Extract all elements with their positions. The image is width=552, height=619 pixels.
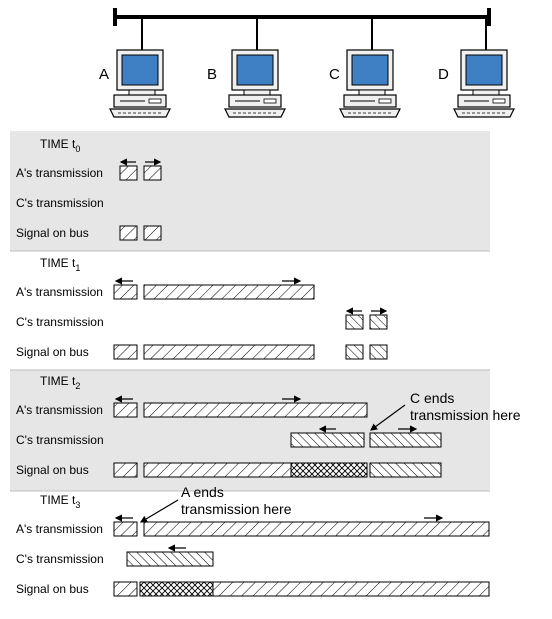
bus-signal-a-left: [113, 581, 138, 597]
a-signal-left: [113, 284, 138, 300]
panel-t2: TIME t2 A's transmission C's transmissio…: [16, 374, 521, 478]
row-label-c-transmission: C's transmission: [16, 315, 104, 329]
row-label-c-transmission: C's transmission: [16, 433, 104, 447]
station-label: A: [99, 66, 109, 83]
row-label-c-transmission: C's transmission: [16, 552, 104, 566]
annotation-pointer: [139, 499, 179, 523]
panel-t3: TIME t3 A's transmission C's transmissio…: [16, 484, 490, 597]
bus-signal-collision: [139, 581, 214, 597]
computer-icon: [339, 49, 401, 118]
station-d: D: [438, 17, 515, 118]
station-a: A: [99, 17, 171, 118]
station-c: C: [329, 17, 401, 118]
row-label-signal-on-bus: Signal on bus: [16, 226, 89, 240]
a-signal-left: [119, 165, 138, 181]
bus-signal-c-left: [345, 344, 364, 360]
a-signal-left: [113, 521, 138, 537]
bus-signal-left: [119, 225, 138, 241]
station-label: C: [329, 66, 340, 83]
bus-signal-right: [143, 225, 162, 241]
panel-t0-background: [10, 131, 490, 251]
row-label-a-transmission: A's transmission: [16, 403, 103, 417]
bus-signal-a-left: [113, 462, 138, 478]
bus-signal-a-right: [143, 344, 315, 360]
a-signal-left: [113, 402, 138, 418]
a-signal-right: [143, 165, 162, 181]
station-label: B: [207, 66, 217, 83]
bus-signal-a-left: [113, 344, 138, 360]
time-label: TIME t0: [40, 137, 80, 154]
computer-icon: [453, 49, 515, 118]
row-label-a-transmission: A's transmission: [16, 285, 103, 299]
bus-signal-c-right: [369, 344, 388, 360]
row-label-a-transmission: A's transmission: [16, 522, 103, 536]
time-label: TIME t3: [40, 493, 80, 510]
a-signal-right: [143, 521, 490, 537]
computer-icon: [109, 49, 171, 118]
bus-signal-collision: [290, 462, 368, 478]
annotation-pointer: [370, 404, 406, 431]
row-label-signal-on-bus: Signal on bus: [16, 463, 89, 477]
computer-icon: [224, 49, 286, 118]
c-signal-right: [369, 432, 442, 448]
row-label-signal-on-bus: Signal on bus: [16, 582, 89, 596]
panel-t0: TIME t0 A's transmission C's transmissio…: [16, 137, 162, 241]
panel-t1: TIME t1 A's transmission C's transmissio…: [16, 256, 388, 360]
network-header: A B: [99, 8, 515, 118]
a-signal-right: [143, 402, 368, 418]
c-signal-left: [345, 314, 364, 330]
station-label: D: [438, 66, 449, 83]
bus-signal-c: [369, 462, 442, 478]
c-signal: [126, 551, 214, 567]
c-signal-left: [290, 432, 365, 448]
station-b: B: [207, 17, 286, 118]
row-label-signal-on-bus: Signal on bus: [16, 345, 89, 359]
bus-signal-a: [212, 581, 490, 597]
a-signal-right: [143, 284, 315, 300]
bus-signal-a: [143, 462, 292, 478]
time-label: TIME t1: [40, 256, 80, 273]
c-signal-right: [369, 314, 388, 330]
row-label-a-transmission: A's transmission: [16, 166, 103, 180]
time-label: TIME t2: [40, 374, 80, 391]
row-label-c-transmission: C's transmission: [16, 196, 104, 210]
